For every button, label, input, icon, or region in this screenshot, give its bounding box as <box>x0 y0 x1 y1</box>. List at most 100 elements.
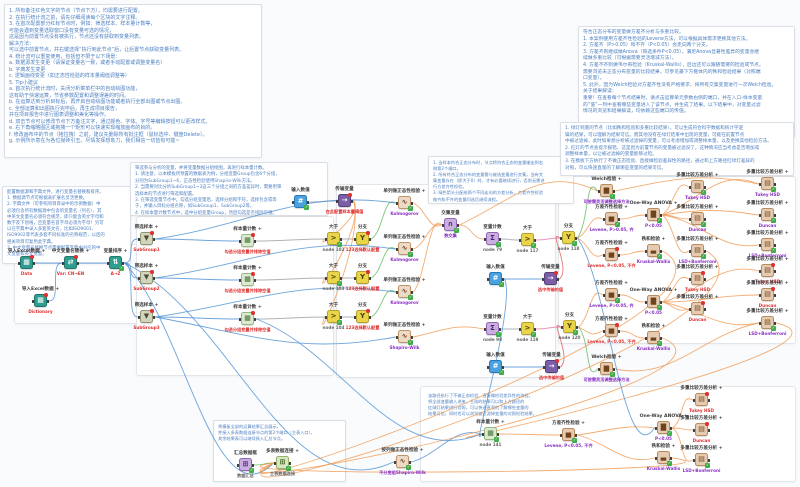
node-ho1[interactable]: 方差齐性检验 +▅✓Levene, P>0.05, 齐 <box>589 205 633 232</box>
edge-n2-ix[interactable] <box>413 224 442 250</box>
edge-c1-g1[interactable] <box>256 238 325 242</box>
node-kw1[interactable]: 秩和检验 +▃✓Kruskal-Wallis <box>637 237 670 264</box>
input-port[interactable] <box>688 250 692 253</box>
edge-ab-mc1[interactable] <box>672 398 693 429</box>
input-port[interactable] <box>559 237 563 240</box>
input-port[interactable] <box>597 190 601 193</box>
output-port[interactable] <box>533 328 537 331</box>
edge-an2-mb5[interactable] <box>662 294 759 303</box>
node-cb[interactable]: 样本量计数 +▦✓node 141 <box>476 420 504 447</box>
output-port[interactable] <box>152 316 156 319</box>
filter-group[interactable] <box>136 216 334 376</box>
node-kb[interactable]: 秩和检验 +▃✓Kruskal-Wallis <box>647 444 680 471</box>
node-cnen[interactable]: 中文变量名替换 +⇄Var: CN→EN <box>52 249 90 276</box>
edge-an2-mb6[interactable] <box>662 301 759 326</box>
node-an2[interactable]: One-Way ANOVA +▇✓P<0.05 <box>630 288 678 315</box>
output-port[interactable] <box>612 368 616 371</box>
edge-n4-vc2[interactable] <box>413 326 484 338</box>
output-port[interactable] <box>410 202 414 205</box>
node-tr1[interactable]: 传输变量→在此配置样本量阈值 <box>326 187 364 214</box>
edge-b1-n1[interactable] <box>371 201 396 240</box>
input-port[interactable] <box>238 318 242 321</box>
edge-f1-n1[interactable] <box>155 199 396 240</box>
input-port[interactable] <box>644 250 648 253</box>
output-port[interactable] <box>773 183 777 186</box>
edge-ho1-an1[interactable] <box>620 214 645 220</box>
edge-an1-ma1[interactable] <box>662 184 689 216</box>
input-port[interactable] <box>236 464 240 467</box>
annotation-dict-note[interactable]: 配置数据源和字典文件，进行变量名替换和排序。1. 数据源节点可根据表扩展名灵活更… <box>2 186 131 264</box>
node-mb2[interactable]: 多重比较方差分析 +▤✓Duncan <box>746 201 788 228</box>
input-port[interactable] <box>692 459 696 462</box>
output-port[interactable] <box>410 291 414 294</box>
edge-an1-ma3[interactable] <box>662 214 689 254</box>
input-port[interactable] <box>692 429 696 432</box>
node-ma2[interactable]: 多重比较方差分析 +▤✓Duncan <box>676 205 718 232</box>
edge-an1-mb1[interactable] <box>662 179 759 216</box>
edge-ho2-kw1[interactable] <box>620 250 645 256</box>
node-in0[interactable]: 输入数值#✓ <box>291 188 310 210</box>
output-port[interactable] <box>152 238 156 241</box>
input-port[interactable] <box>61 262 65 265</box>
output-port[interactable] <box>339 238 343 241</box>
output-port[interactable] <box>617 294 621 297</box>
node-mb6[interactable]: 多重比较方差分析 +▤✓LSD+Bonferroni <box>746 309 788 336</box>
node-n4[interactable]: 单列做正态性检验 +∿✓Shapiro-Wilk <box>383 323 425 350</box>
output-port[interactable] <box>501 366 505 369</box>
node-wel1[interactable]: Welch检验 +▆✓可按需灵活调整选择方法 <box>583 177 629 204</box>
input-port[interactable] <box>238 240 242 243</box>
input-port[interactable] <box>31 300 35 303</box>
output-port[interactable] <box>306 201 310 204</box>
output-port[interactable] <box>533 239 537 242</box>
node-n2[interactable]: 单列做正态性检验 +∿✓Kolmogorov <box>383 235 425 262</box>
output-port[interactable] <box>368 238 372 241</box>
node-mb1[interactable]: 多重比较方差分析 +▤✓Tukey HSD <box>746 170 788 197</box>
output-port[interactable] <box>557 366 561 369</box>
input-port[interactable] <box>602 254 606 257</box>
node-ma4[interactable]: 多重比较方差分析 +▤Tukey HSD <box>676 265 718 292</box>
edge-f3-n4[interactable] <box>155 316 396 345</box>
output-port[interactable] <box>121 262 125 265</box>
output-port[interactable] <box>617 254 621 257</box>
input-port[interactable] <box>758 244 762 247</box>
edge-an2-ma4[interactable] <box>662 276 689 303</box>
node-c2[interactable]: 样本量计数 +▦勾选分组变量并排除空值 <box>224 266 270 293</box>
output-port[interactable] <box>556 278 560 281</box>
edge-dict-cnen[interactable] <box>49 262 62 302</box>
input-port[interactable] <box>324 238 328 241</box>
output-port[interactable] <box>253 279 257 282</box>
input-port[interactable] <box>324 277 328 280</box>
input-port[interactable] <box>758 294 762 297</box>
output-port[interactable] <box>707 399 711 402</box>
input-port[interactable] <box>324 316 328 319</box>
output-port[interactable] <box>410 248 414 251</box>
edge-hb-ab[interactable] <box>577 426 655 436</box>
node-g2[interactable]: 大于>✓node 103 <box>323 264 345 291</box>
node-mb3[interactable]: 多重比较方差分析 +▤✓LSD+Bonferroni <box>746 231 788 258</box>
node-ix[interactable]: 交集变量∩✓数交集 <box>441 211 459 238</box>
input-port[interactable] <box>542 366 546 369</box>
edge-an2-ma5[interactable] <box>662 301 689 311</box>
node-ho3[interactable]: 方差齐性检验 +▅✓Levene, P>0.05, 齐 <box>589 281 633 308</box>
input-port[interactable] <box>273 462 277 465</box>
input-port[interactable] <box>353 238 357 241</box>
edge-n3-ix[interactable] <box>413 222 442 293</box>
output-port[interactable] <box>612 190 616 193</box>
edge-b3-n3[interactable] <box>371 289 396 318</box>
input-port[interactable] <box>481 433 485 436</box>
input-port[interactable] <box>137 277 141 280</box>
edge-ab-mc3[interactable] <box>672 427 693 462</box>
node-mc2[interactable]: 多重比较方差分析 +▤Duncan <box>680 416 722 443</box>
input-port[interactable] <box>758 214 762 217</box>
node-g1[interactable]: 大于>✓node 102 <box>323 225 345 252</box>
input-port[interactable] <box>758 322 762 325</box>
output-port[interactable] <box>773 294 777 297</box>
edge-ix-wel1[interactable] <box>459 181 598 226</box>
annotation-tips[interactable]: 1. 所有备注红色文字的节点（节点下方），均需要进行配置。2. 在执行统计流之前… <box>4 4 262 158</box>
edge-c3-g3[interactable] <box>256 316 325 320</box>
output-port[interactable] <box>350 200 354 203</box>
node-ab[interactable]: One-Way ANOVA +▇✓P<0.05 <box>640 414 688 441</box>
edge-sort-f1[interactable] <box>124 238 138 264</box>
node-hb[interactable]: 方差齐性检验 +▅✓Levene, P<0.05, 不齐 <box>544 421 592 448</box>
